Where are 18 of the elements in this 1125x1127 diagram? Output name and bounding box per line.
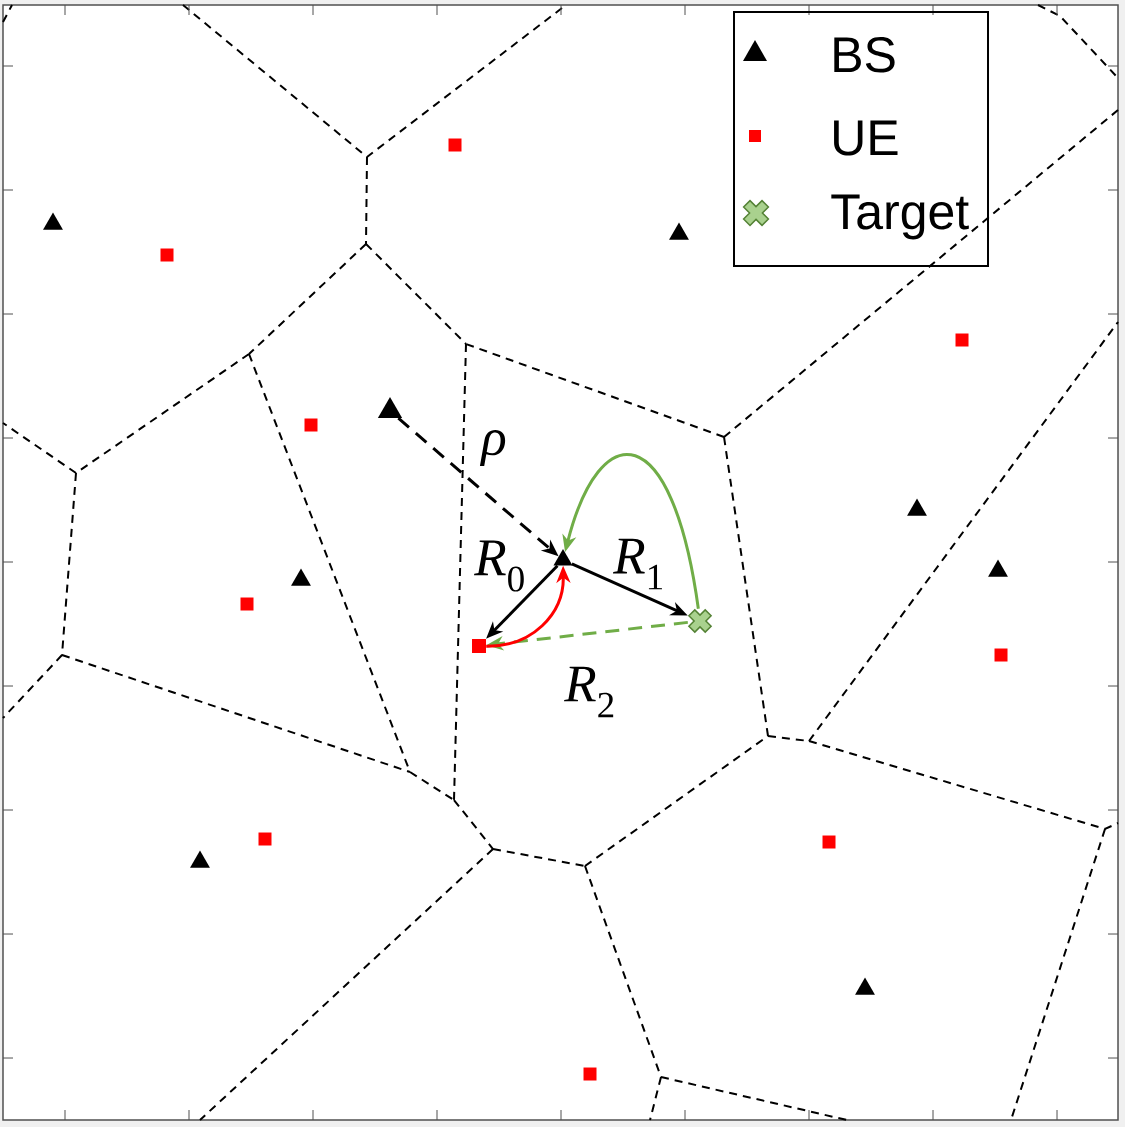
cross-marker (687, 608, 713, 634)
edge-label: R$_{2}$ (564, 666, 614, 718)
triangle-marker (43, 212, 63, 230)
triangle-marker (907, 498, 927, 516)
triangle-marker (855, 977, 875, 995)
triangle-marker (669, 222, 689, 240)
triangle-marker (553, 549, 573, 566)
square-marker (472, 639, 486, 653)
legend-label: UE (834, 120, 898, 156)
triangle-marker (988, 559, 1008, 577)
triangle-marker (190, 850, 210, 868)
triangle-marker (377, 397, 403, 418)
edge-label: R$_{0}$ (474, 540, 524, 592)
legend-label: Target (831, 194, 969, 240)
triangle-marker (291, 568, 311, 586)
edge-label: ρ (479, 429, 506, 467)
legend-label: BS (834, 37, 895, 73)
edge-label: R$_{1}$ (613, 538, 662, 590)
